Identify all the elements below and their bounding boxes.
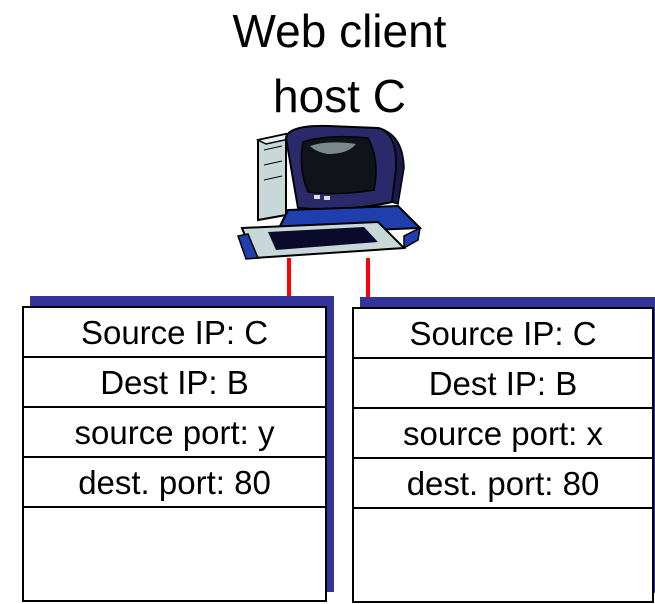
network-link-left (287, 258, 291, 304)
desktop-computer-icon (237, 124, 423, 260)
source-ip-field: Source IP: C (24, 308, 325, 358)
dest-ip-field: Dest IP: B (24, 358, 325, 408)
packet-header-left: Source IP: C Dest IP: B source port: y d… (22, 306, 327, 602)
dest-ip-field: Dest IP: B (354, 359, 652, 409)
network-link-right (366, 258, 370, 304)
source-port-field: source port: x (354, 409, 652, 459)
source-ip-field: Source IP: C (354, 309, 652, 359)
dest-port-field: dest. port: 80 (354, 459, 652, 509)
dest-port-field: dest. port: 80 (24, 458, 325, 508)
packet-header-right: Source IP: C Dest IP: B source port: x d… (352, 307, 654, 603)
source-port-field: source port: y (24, 408, 325, 458)
title-host: host C (273, 70, 406, 122)
title-web-client: Web client (232, 5, 447, 57)
